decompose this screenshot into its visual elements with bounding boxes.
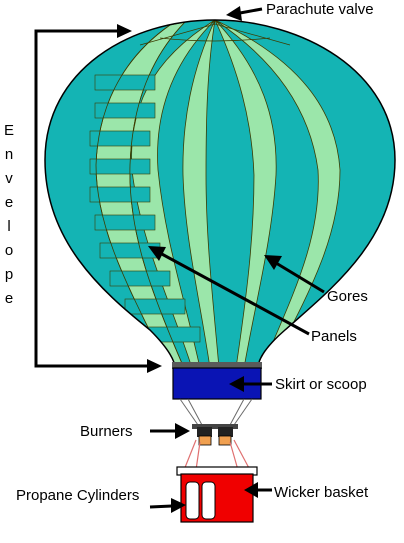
label-envelope: Envelope [1,122,18,314]
burner-left-nozzle [198,435,212,446]
suspension-ropes [179,398,253,426]
burners-arrowhead [175,423,190,439]
label-panels: Panels [311,328,357,345]
propane-cylinder-left [185,481,200,520]
gores-arrowhead [264,255,282,270]
burner-left-top [197,427,212,437]
parachute-valve-arrowhead [226,6,242,21]
parachute-valve-arrow [239,7,263,15]
label-burners: Burners [80,423,133,440]
burner-right-nozzle [218,435,232,446]
wicker-basket-arrowhead [244,482,258,498]
label-wicker-basket: Wicker basket [274,484,369,501]
skirt-top-band [172,362,262,369]
leader-arrows [148,6,325,513]
basket-ropes [183,439,251,471]
crown-lines [139,23,291,46]
burners [192,424,238,446]
label-skirt-or-scoop: Skirt or scoop [275,376,367,393]
envelope-bracket-arrow-top [117,24,132,38]
burner-frame [192,424,238,429]
gores [89,20,341,368]
panels-arrow [159,251,310,336]
burner-right-top [218,427,233,437]
gore-panelled-edge [95,21,186,368]
label-gores: Gores [327,288,368,305]
propane-cylinders-arrow [149,504,173,509]
envelope-bracket [34,29,152,368]
skirt-arrowhead [229,376,244,392]
envelope-body [44,19,396,369]
label-propane-cylinders: Propane Cylinders [16,487,139,504]
propane-cylinders-arrowhead [171,498,186,513]
gores-arrow [275,261,325,294]
gore-stripe [214,20,341,368]
label-parachute-valve: Parachute valve [266,1,374,18]
propane-cylinder-right [201,481,216,520]
envelope-bracket-arrow-bottom [147,359,162,373]
panels-arrowhead [148,246,166,261]
